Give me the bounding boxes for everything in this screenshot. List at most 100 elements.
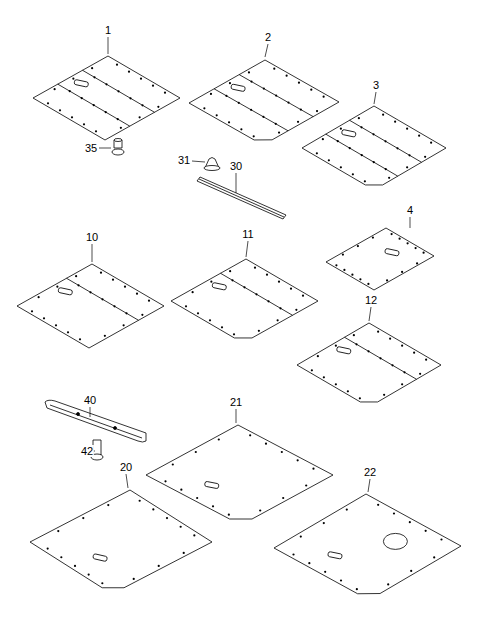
fastener-hole [359, 278, 361, 280]
fastener-hole [248, 71, 250, 73]
fastener-hole [56, 286, 58, 288]
fastener-hole [358, 117, 360, 119]
fastener-hole [349, 147, 351, 149]
fastener-hole [141, 314, 143, 316]
fastener-hole [278, 131, 280, 133]
floor-panel [30, 490, 212, 588]
fastener-hole [60, 556, 62, 558]
fastener-hole [101, 582, 103, 584]
panel-outline [30, 490, 212, 588]
fastener-hole [413, 352, 415, 354]
fastener-hole [391, 233, 393, 235]
fastener-hole [382, 114, 384, 116]
fastener-hole [323, 522, 325, 524]
fastener-hole [410, 570, 412, 572]
fastener-hole [424, 156, 426, 158]
fastener-hole [258, 330, 260, 332]
fastener-hole [38, 296, 40, 298]
leader-line [192, 161, 205, 162]
fastener-hole [391, 364, 393, 366]
fastener-hole [323, 96, 325, 98]
fastener-hole [77, 284, 79, 286]
panel-cover-opening [383, 533, 407, 549]
fastener-hole [180, 489, 182, 491]
fastener-hole [216, 114, 218, 116]
fastener-hole [377, 331, 379, 333]
fastener-hole [396, 147, 398, 149]
fastener-hole [152, 508, 154, 510]
fastener-hole [419, 373, 421, 375]
fastener-hole [322, 138, 324, 140]
fastener-hole [305, 484, 307, 486]
fastener-hole [266, 274, 268, 276]
fastener-hole [406, 128, 408, 130]
fastener-hole [197, 312, 199, 314]
fastener-hole [302, 295, 304, 297]
fastener-hole [249, 434, 251, 436]
fastener-hole [81, 97, 83, 99]
leader-line [92, 244, 93, 262]
fastener-hole [250, 81, 252, 83]
leader-line [369, 307, 371, 321]
fastener-hole [141, 104, 143, 106]
fastener-hole [311, 369, 313, 371]
fastener-hole [125, 312, 127, 314]
fastener-hole [31, 310, 33, 312]
fastener-hole [139, 500, 141, 502]
panel-seam [326, 134, 398, 176]
fastener-hole [394, 121, 396, 123]
panel-seam [58, 84, 130, 126]
fastener-hole [295, 309, 297, 311]
fastener-hole [250, 109, 252, 111]
fastener-hole [389, 338, 391, 340]
fastener-hole [386, 279, 388, 281]
callout-number: 40 [83, 394, 97, 406]
fastener-hole [324, 571, 326, 573]
callout-number: 3 [372, 79, 380, 91]
panel-outline [171, 259, 318, 338]
panel-seam [239, 75, 313, 117]
leader-line [126, 474, 128, 488]
fastener-hole [196, 497, 198, 499]
fastener-hole [379, 357, 381, 359]
callout-number: 42 [80, 445, 94, 457]
trim-strip-edge [199, 179, 284, 217]
fastener-hole [335, 264, 337, 266]
floor-panel [274, 494, 461, 594]
fastener-hole [316, 152, 318, 154]
floor-panel [189, 60, 339, 140]
callout-number: 2 [264, 31, 272, 43]
fastener-hole [117, 118, 119, 120]
fastener-hole [255, 293, 257, 295]
panel-outline [326, 228, 434, 290]
fastener-hole [55, 324, 57, 326]
clip-base [204, 166, 220, 171]
fastener-hole [67, 331, 69, 333]
fastener-hole [275, 95, 277, 97]
panel-seam [345, 337, 417, 379]
fastener-hole [425, 359, 427, 361]
fastener-hole [385, 168, 387, 170]
fastener-hole [253, 135, 255, 137]
callout-number: 12 [364, 294, 378, 306]
floor-panel [326, 228, 434, 290]
fastener-hole [209, 319, 211, 321]
fastener-hole [308, 562, 310, 564]
fastener-hole [82, 517, 84, 519]
fastener-hole [282, 497, 284, 499]
fastener-hole [91, 67, 93, 69]
fastener-hole [193, 534, 195, 536]
leader-line [108, 37, 109, 54]
fastener-hole [393, 512, 395, 514]
fastener-hole [240, 128, 242, 130]
panel-slot [204, 481, 219, 489]
fastener-hole [195, 451, 197, 453]
panel-seam [350, 120, 422, 162]
trim-strip [197, 177, 286, 219]
fastener-hole [229, 270, 231, 272]
panel-seam [214, 89, 288, 131]
floor-panel [302, 106, 446, 185]
fastener-hole [116, 64, 118, 66]
fastener-hole [346, 508, 348, 510]
